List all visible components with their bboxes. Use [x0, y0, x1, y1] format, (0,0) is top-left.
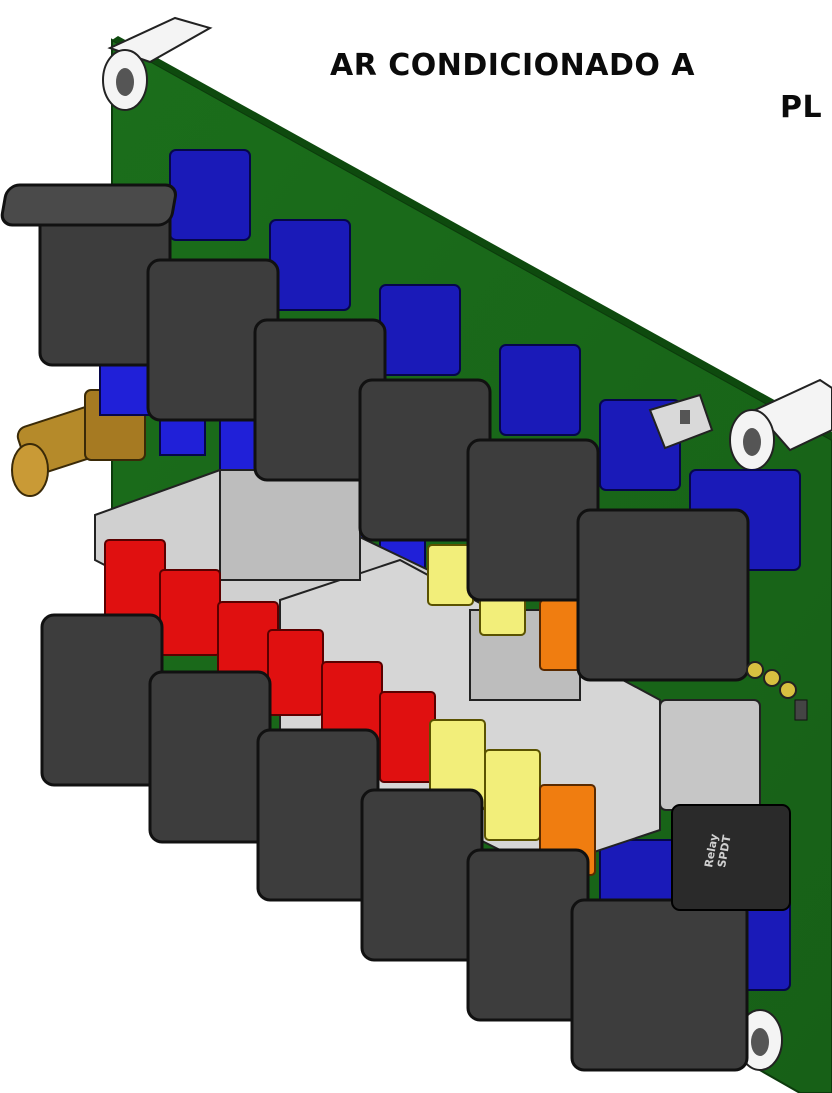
standoff-mid-right [729, 378, 832, 471]
standoff-bottom-right [737, 1009, 783, 1071]
small-components [746, 661, 808, 721]
standoff-top-left [102, 16, 213, 111]
spdt-relay: Relay SPDT [671, 804, 791, 911]
spdt-relay-label-2: SPDT [715, 834, 734, 869]
relay-top-6 [576, 508, 750, 682]
relays-bottom-row [40, 613, 749, 1072]
spdt-relay-label-1: Relay [702, 833, 721, 869]
page-title-line-1: AR CONDICIONADO A [330, 48, 696, 83]
page-title-line-2: PL [780, 90, 823, 125]
yellow-fuses [427, 544, 541, 841]
relays-top-row [0, 183, 750, 682]
spade-terminal [648, 393, 714, 450]
